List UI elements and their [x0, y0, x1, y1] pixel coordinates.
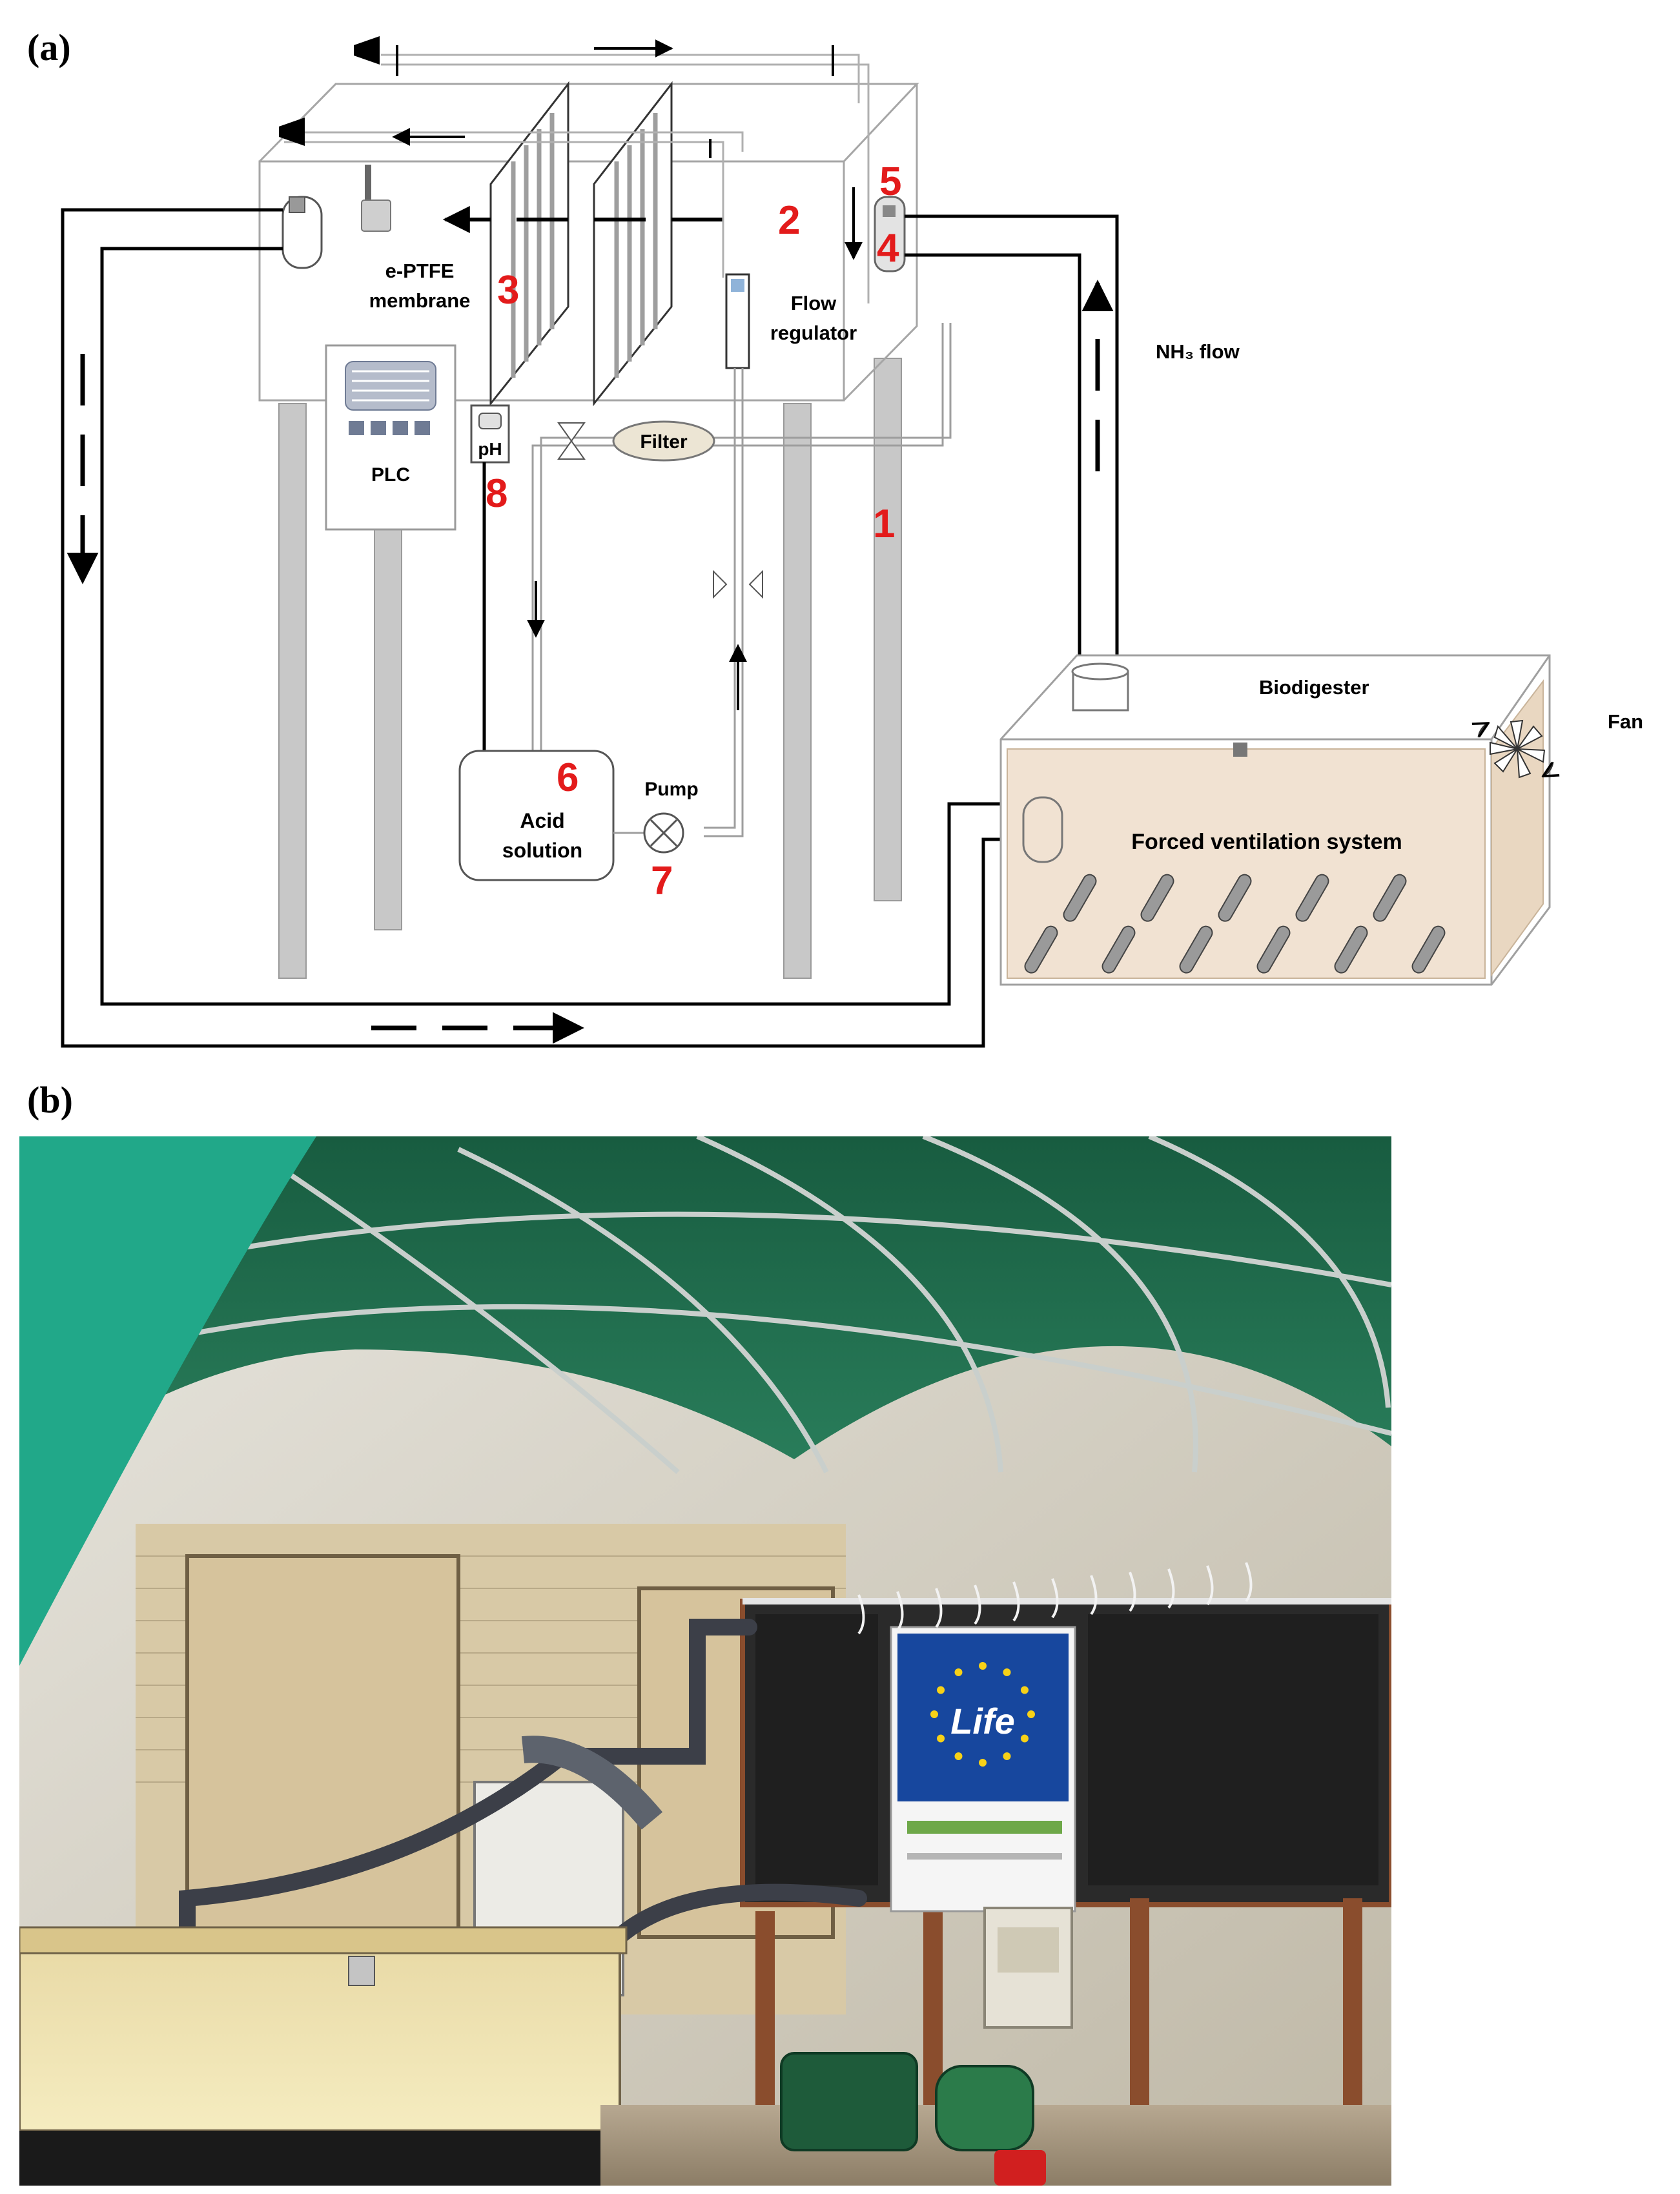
- top-pipes: [284, 54, 870, 303]
- unit-legs: [278, 358, 902, 979]
- acid-solution-label-line2: solution: [502, 839, 582, 862]
- fan-label: Fan: [1608, 710, 1643, 733]
- biodigester-chimney: [1071, 662, 1129, 712]
- biodigester-label: Biodigester: [1259, 676, 1369, 699]
- acid-tank-photo: [780, 2052, 1034, 2151]
- aeration-tubes: [1024, 874, 1446, 974]
- nh3-flow-label: NH₃ flow: [1156, 340, 1240, 363]
- nozzle-top-2: [279, 118, 305, 146]
- flow-regulator-label-line1: Flow: [791, 292, 837, 314]
- aeration-tube: [1024, 925, 1058, 974]
- number-7: 7: [651, 859, 673, 903]
- plc-label: PLC: [371, 464, 410, 486]
- control-box: [983, 1907, 1073, 2029]
- panel-label-b: (b): [27, 1079, 73, 1121]
- number-5: 5: [879, 159, 901, 204]
- number-4: 4: [877, 226, 899, 271]
- life-banner: Life: [890, 1626, 1076, 1912]
- aeration-tube: [1140, 874, 1174, 922]
- flow-regulator-device: [725, 273, 750, 369]
- valve-2: [713, 569, 763, 599]
- acid-lines: [531, 323, 952, 859]
- outlet-port: [282, 196, 323, 269]
- number-1: 1: [873, 502, 895, 546]
- membrane-plates: [489, 81, 673, 407]
- red-canister: [994, 2150, 1046, 2186]
- aeration-tube: [1334, 925, 1368, 974]
- number-6: 6: [557, 755, 579, 800]
- eu-star: [1027, 1710, 1035, 1718]
- eu-star: [954, 1668, 963, 1677]
- eu-star: [954, 1752, 963, 1760]
- filter-label: Filter: [640, 431, 688, 453]
- membrane-label-line1: e-PTFE: [385, 260, 455, 282]
- aeration-tube: [1218, 874, 1252, 922]
- eu-star: [979, 1662, 987, 1670]
- eu-star: [1020, 1686, 1029, 1694]
- biodigester-inlet: [1022, 796, 1063, 863]
- eu-star: [930, 1710, 938, 1718]
- eu-star: [1003, 1668, 1011, 1677]
- membrane-label-line2: membrane: [369, 289, 471, 312]
- aeration-tube: [1256, 925, 1291, 974]
- nozzle-top-1: [354, 36, 380, 65]
- pump-icon: [613, 812, 684, 854]
- aeration-tube: [1411, 925, 1446, 974]
- aeration-tube: [1063, 874, 1097, 922]
- number-2: 2: [778, 198, 800, 243]
- acid-tank: [458, 750, 615, 881]
- eu-star: [937, 1734, 945, 1743]
- aeration-tube: [1101, 925, 1136, 974]
- sensor-box: [361, 165, 391, 232]
- flow-regulator-label-line2: regulator: [770, 322, 857, 344]
- installation-photo: Life: [19, 1136, 1391, 2186]
- aeration-tube: [1179, 925, 1213, 974]
- schematic-diagram: PLC: [61, 36, 1643, 1048]
- ph-sensor: [470, 404, 510, 464]
- valve-1: [557, 422, 586, 460]
- life-logo-text: Life: [950, 1701, 1015, 1741]
- aeration-tube: [1373, 874, 1407, 922]
- filter-shape: [612, 420, 715, 462]
- plc-box: [325, 344, 456, 531]
- aeration-tube: [1295, 874, 1329, 922]
- teal-tarp: [19, 1136, 316, 1666]
- canopy-frame: [116, 1136, 1391, 1475]
- return-duct: [61, 208, 1023, 1048]
- tube-loops: [857, 1562, 1253, 1635]
- membrane-rack: [740, 1598, 1391, 2182]
- fan-icon: [1479, 719, 1553, 779]
- number-8: 8: [486, 471, 507, 516]
- eu-star: [1003, 1752, 1011, 1760]
- pump-label: Pump: [644, 779, 698, 800]
- biodigester-tank: [19, 1926, 628, 2186]
- eu-star: [937, 1686, 945, 1694]
- nh3-duct: [905, 214, 1119, 675]
- membrane-tubes: [511, 113, 658, 378]
- eu-star: [1020, 1734, 1029, 1743]
- number-3: 3: [497, 268, 519, 313]
- inlet-sensor: [874, 196, 906, 272]
- acid-solution-label-line1: Acid: [520, 809, 564, 832]
- eu-star: [979, 1759, 987, 1767]
- ph-label: pH: [478, 439, 502, 459]
- forced-ventilation-label: Forced ventilation system: [1131, 830, 1402, 854]
- panel-label-a: (a): [27, 26, 71, 68]
